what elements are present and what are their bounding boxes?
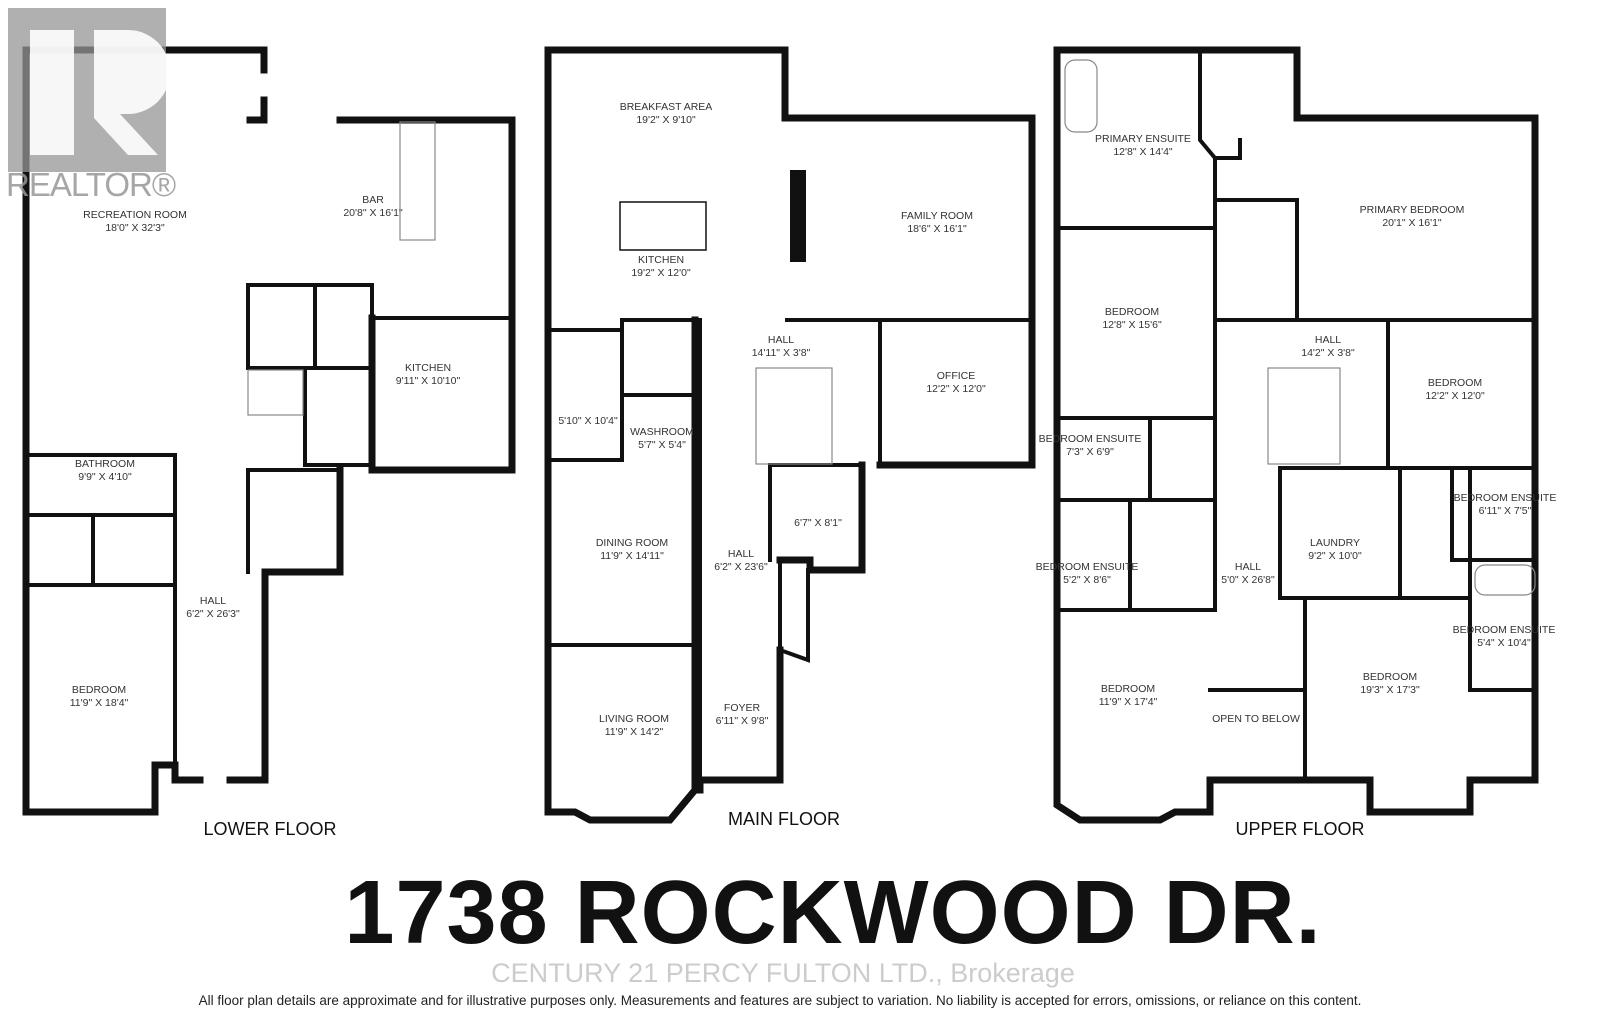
fireplace <box>790 170 806 262</box>
room-closet: 6'7" X 8'1" <box>794 517 842 529</box>
stairs-lower <box>247 369 304 416</box>
main-floor-title: MAIN FLOOR <box>727 809 841 829</box>
stairs-main <box>755 367 833 465</box>
bathtub <box>1064 59 1098 133</box>
stairs-upper <box>1267 367 1341 465</box>
bar-counter <box>399 121 436 241</box>
lower-floor-title: LOWER FLOOR <box>203 819 337 839</box>
main-floor-interior-walls <box>546 318 1034 782</box>
brokerage-watermark: CENTURY 21 PERCY FULTON LTD., Brokerage <box>491 958 1075 988</box>
lower-floor-walls <box>22 46 516 816</box>
disclaimer: All floor plan details are approximate a… <box>198 993 1362 1008</box>
kitchen-island <box>619 201 707 251</box>
realtor-r-icon <box>30 30 170 155</box>
upper-floor-walls <box>1053 46 1539 824</box>
lower-floor-interior-walls <box>24 283 514 782</box>
upper-floor-title: UPPER FLOOR <box>1235 819 1365 839</box>
property-address: 1738 ROCKWOOD DR. <box>344 863 1322 963</box>
room-pantry: 5'10" X 10'4" <box>558 415 618 427</box>
room-open-to-below: OPEN TO BELOW <box>1212 713 1300 725</box>
bathtub-2 <box>1474 564 1536 596</box>
upper-floor-interior-walls <box>1055 48 1537 782</box>
realtor-wordmark: REALTOR® <box>6 166 176 203</box>
realtor-logo <box>8 8 170 172</box>
